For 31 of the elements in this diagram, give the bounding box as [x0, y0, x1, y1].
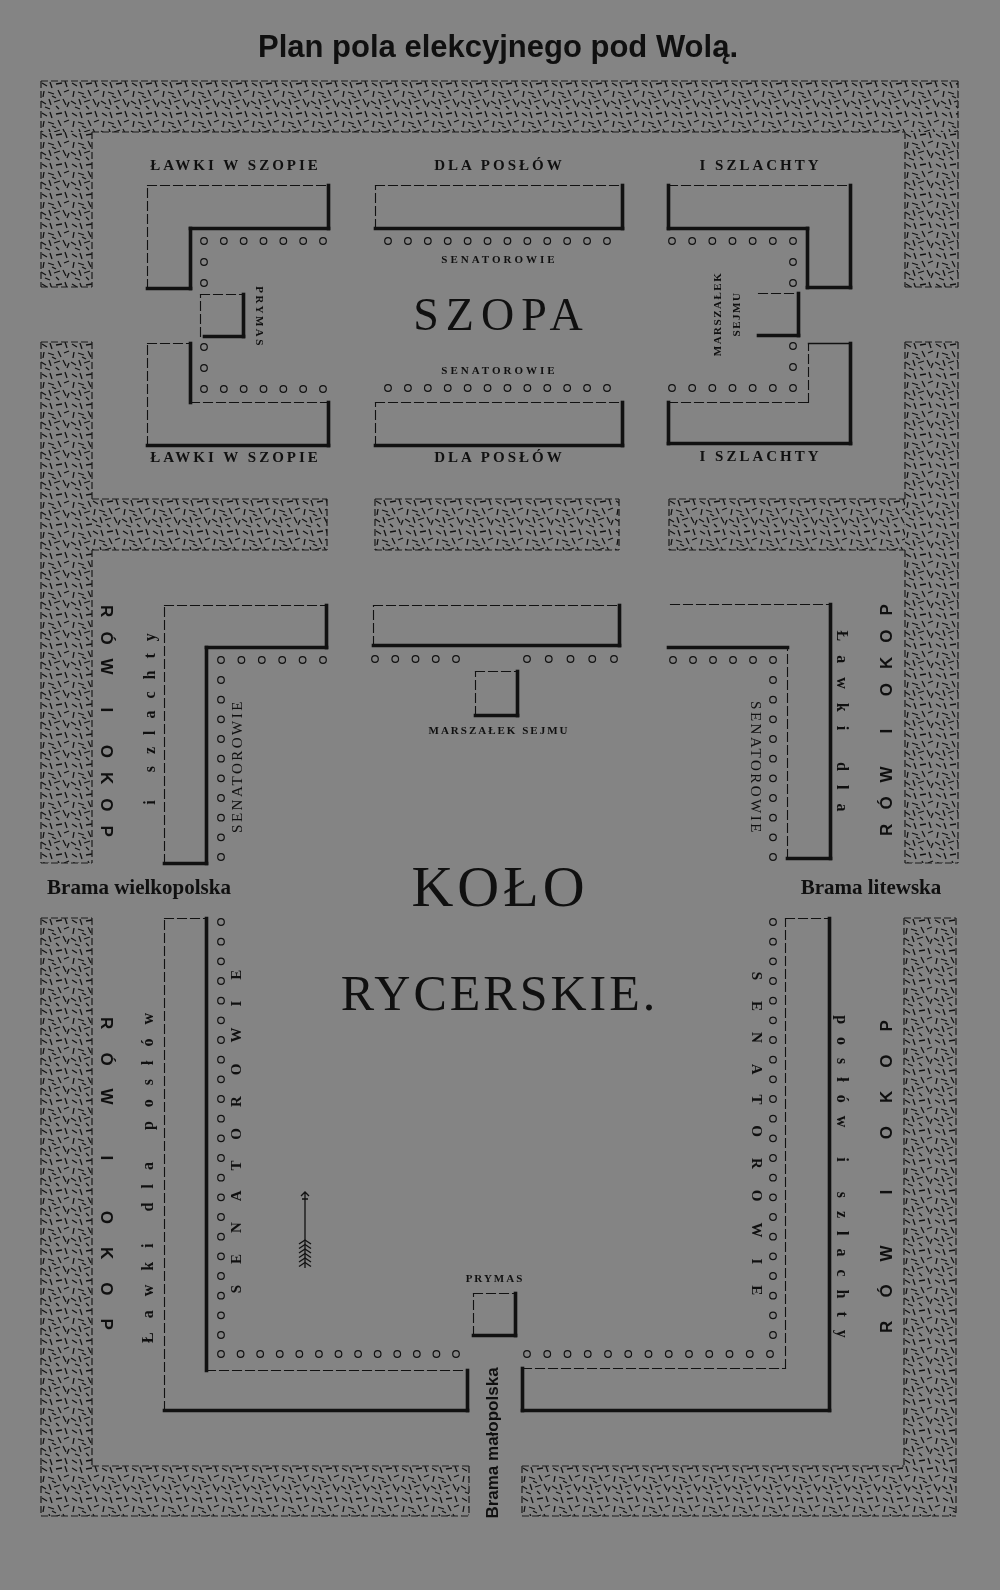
seat-label: SENATOROWIE: [229, 698, 247, 833]
gate-label: Brama małopolska: [483, 1367, 503, 1519]
seat-label: SENATOROWIE: [441, 363, 558, 377]
seat-label: MARSZAŁEK SEJMU: [710, 271, 743, 359]
area-label: KOŁO: [411, 853, 589, 921]
bench-label: DLA POSŁÓW: [434, 449, 565, 467]
seat-label: SENATOROWIE: [746, 701, 764, 836]
bench-label: Ławki dla posłów: [138, 999, 158, 1343]
ditch-label: RÓW I OKOP: [877, 996, 897, 1333]
bench-label: i szlachty: [140, 621, 160, 805]
ditch-label: RÓW I OKOP: [877, 590, 897, 836]
ditch-label: RÓW I OKOP: [96, 605, 116, 851]
seat-label: PRYMAS: [253, 286, 267, 349]
gate-label: Brama litewska: [800, 874, 942, 900]
bench-label: Ławki dla: [833, 630, 852, 826]
bench-label: DLA POSŁÓW: [434, 157, 565, 175]
seat-label: PRYMAS: [465, 1271, 525, 1285]
bench-label: I SZLACHTY: [699, 448, 822, 466]
gate-label: Brama wielkopolska: [47, 874, 231, 900]
area-label: SZOPA: [413, 288, 590, 342]
bench-label: I SZLACHTY: [699, 157, 822, 175]
bench-label: ŁAWKI W SZOPIE: [150, 449, 321, 467]
seat-label: MARSZAŁEK SEJMU: [428, 723, 570, 737]
seat-label: SENATOROWIE: [441, 252, 558, 266]
ditch-label: RÓW I OKOP: [96, 1016, 116, 1353]
bench-label: posłów i szlachty: [832, 1014, 852, 1351]
bench-label: ŁAWKI W SZOPIE: [150, 157, 321, 175]
title: Plan pola elekcyjnego pod Wolą.: [258, 29, 738, 65]
seat-label: SENATOROWIE: [228, 948, 246, 1293]
seat-label: SENATOROWIE: [747, 971, 765, 1316]
area-label: RYCERSKIE.: [340, 965, 659, 1023]
